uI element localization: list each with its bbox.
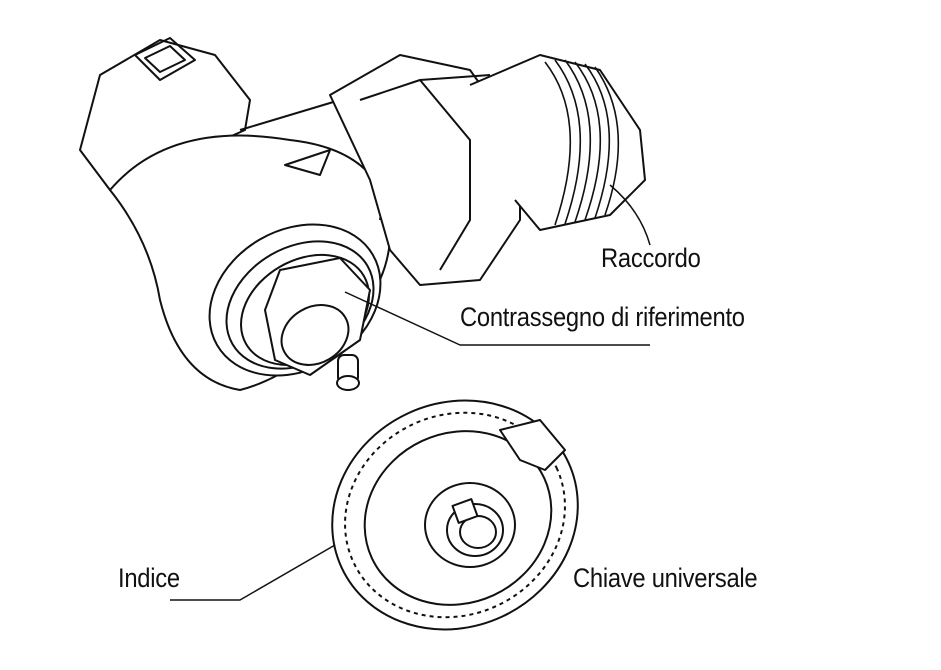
leader-lines	[170, 184, 651, 601]
leader-indice	[170, 544, 336, 601]
leader-raccordo	[609, 184, 651, 246]
threaded-fitting	[469, 54, 646, 231]
label-chiave-universale: Chiave universale	[573, 563, 758, 593]
label-contrassegno-di-riferimento: Contrassegno di riferimento	[460, 302, 745, 332]
coupling-nut	[329, 54, 521, 286]
label-indice: Indice	[118, 563, 180, 593]
valve-body	[79, 37, 392, 391]
label-raccordo: Raccordo	[601, 243, 701, 273]
universal-key	[331, 399, 579, 631]
leader-contrassegno	[344, 291, 650, 346]
